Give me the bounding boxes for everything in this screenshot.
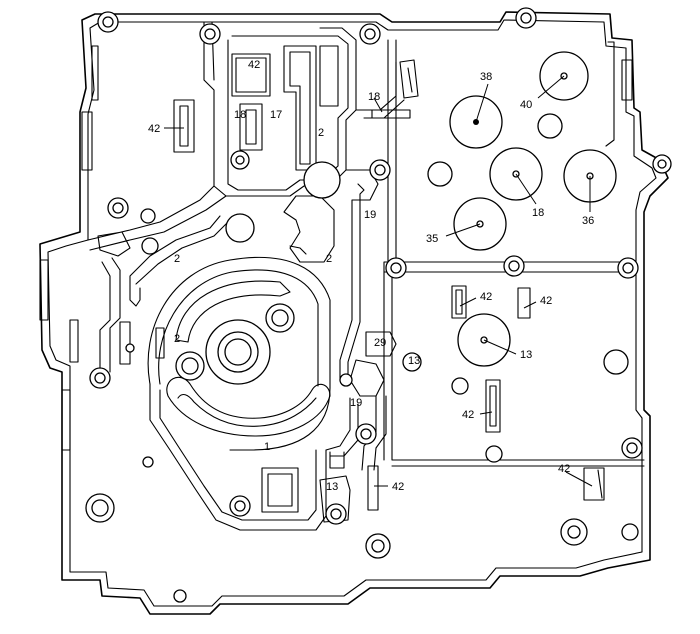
slot-42-b [517, 287, 531, 319]
slot-top-right [371, 109, 411, 119]
plate-outline [39, 11, 669, 615]
bolt-holes [85, 7, 672, 603]
callout-18-right: 18 [532, 207, 544, 219]
callout-38: 38 [480, 71, 492, 83]
callout-36: 36 [582, 215, 594, 227]
slot-42-c [485, 379, 501, 433]
callout-19-upper: 19 [364, 209, 376, 221]
right-mid-passage [355, 61, 405, 119]
callout-labels: 42 42 18 17 2 18 38 40 18 36 35 2 2 19 2… [148, 59, 594, 493]
central-ring-inner [158, 269, 319, 387]
callout-40: 40 [520, 99, 532, 111]
slot-42-d [583, 467, 605, 501]
lower-right-loop [325, 397, 359, 469]
slot-42-upper [173, 99, 195, 153]
slot-42-a [451, 285, 467, 319]
callout-13-bottom: 13 [326, 481, 338, 493]
plate-inner-outline [47, 19, 657, 607]
mid-passage-2 [283, 195, 335, 263]
callout-42-slot-c: 42 [462, 409, 474, 421]
callout-42-upper-left: 42 [148, 123, 160, 135]
callout-18-left: 18 [234, 109, 246, 121]
left-slot-2 [91, 45, 99, 101]
callout-2-mid: 2 [326, 253, 332, 265]
channel-19 [339, 169, 379, 381]
left-slot-6 [61, 389, 71, 451]
central-ring-outer [147, 256, 331, 451]
callout-29: 29 [374, 337, 386, 349]
callout-2-left: 2 [174, 253, 180, 265]
left-passage [87, 185, 227, 257]
callout-17: 17 [270, 109, 282, 121]
left-passage-3 [129, 215, 229, 307]
central-c-channel [166, 376, 331, 437]
callout-1: 1 [264, 441, 270, 453]
angled-passage [399, 59, 419, 99]
upper-passage-3 [283, 45, 317, 171]
right-edge-slot-2 [605, 41, 615, 147]
left-slot-7 [39, 259, 49, 321]
left-slot-3 [69, 319, 79, 363]
right-edge-slot [621, 59, 633, 101]
lower-block [261, 467, 299, 513]
callout-42-slot-a: 42 [480, 291, 492, 303]
upper-passage-5 [239, 103, 263, 151]
callout-42-top: 42 [248, 59, 260, 71]
central-arc [175, 280, 291, 343]
lower-loop [149, 383, 327, 531]
left-slot-4 [119, 321, 131, 365]
callout-13-right: 13 [520, 349, 532, 361]
leader-lines [164, 75, 593, 487]
callout-18-top: 18 [368, 91, 380, 103]
upper-passage-4 [319, 45, 339, 107]
bottom-left-loop [319, 475, 351, 523]
left-slot-5 [155, 327, 165, 359]
callout-19-lower: 19 [350, 397, 362, 409]
callout-42-bottom: 42 [392, 481, 404, 493]
channel-29 [349, 331, 397, 397]
callout-42-slot-d: 42 [558, 463, 570, 475]
left-passage-2 [99, 257, 121, 373]
callout-2-upper: 2 [318, 127, 324, 139]
central-c-channel-inner [177, 393, 317, 427]
callout-2-center: 2 [174, 333, 180, 345]
callout-42-slot-b: 42 [540, 295, 552, 307]
left-slot-1 [81, 111, 93, 171]
upper-passage-2 [231, 53, 271, 97]
callout-13-left: 13 [408, 355, 420, 367]
partition-lines [383, 39, 645, 467]
callout-35: 35 [426, 233, 438, 245]
lower-right-slot [367, 465, 379, 511]
